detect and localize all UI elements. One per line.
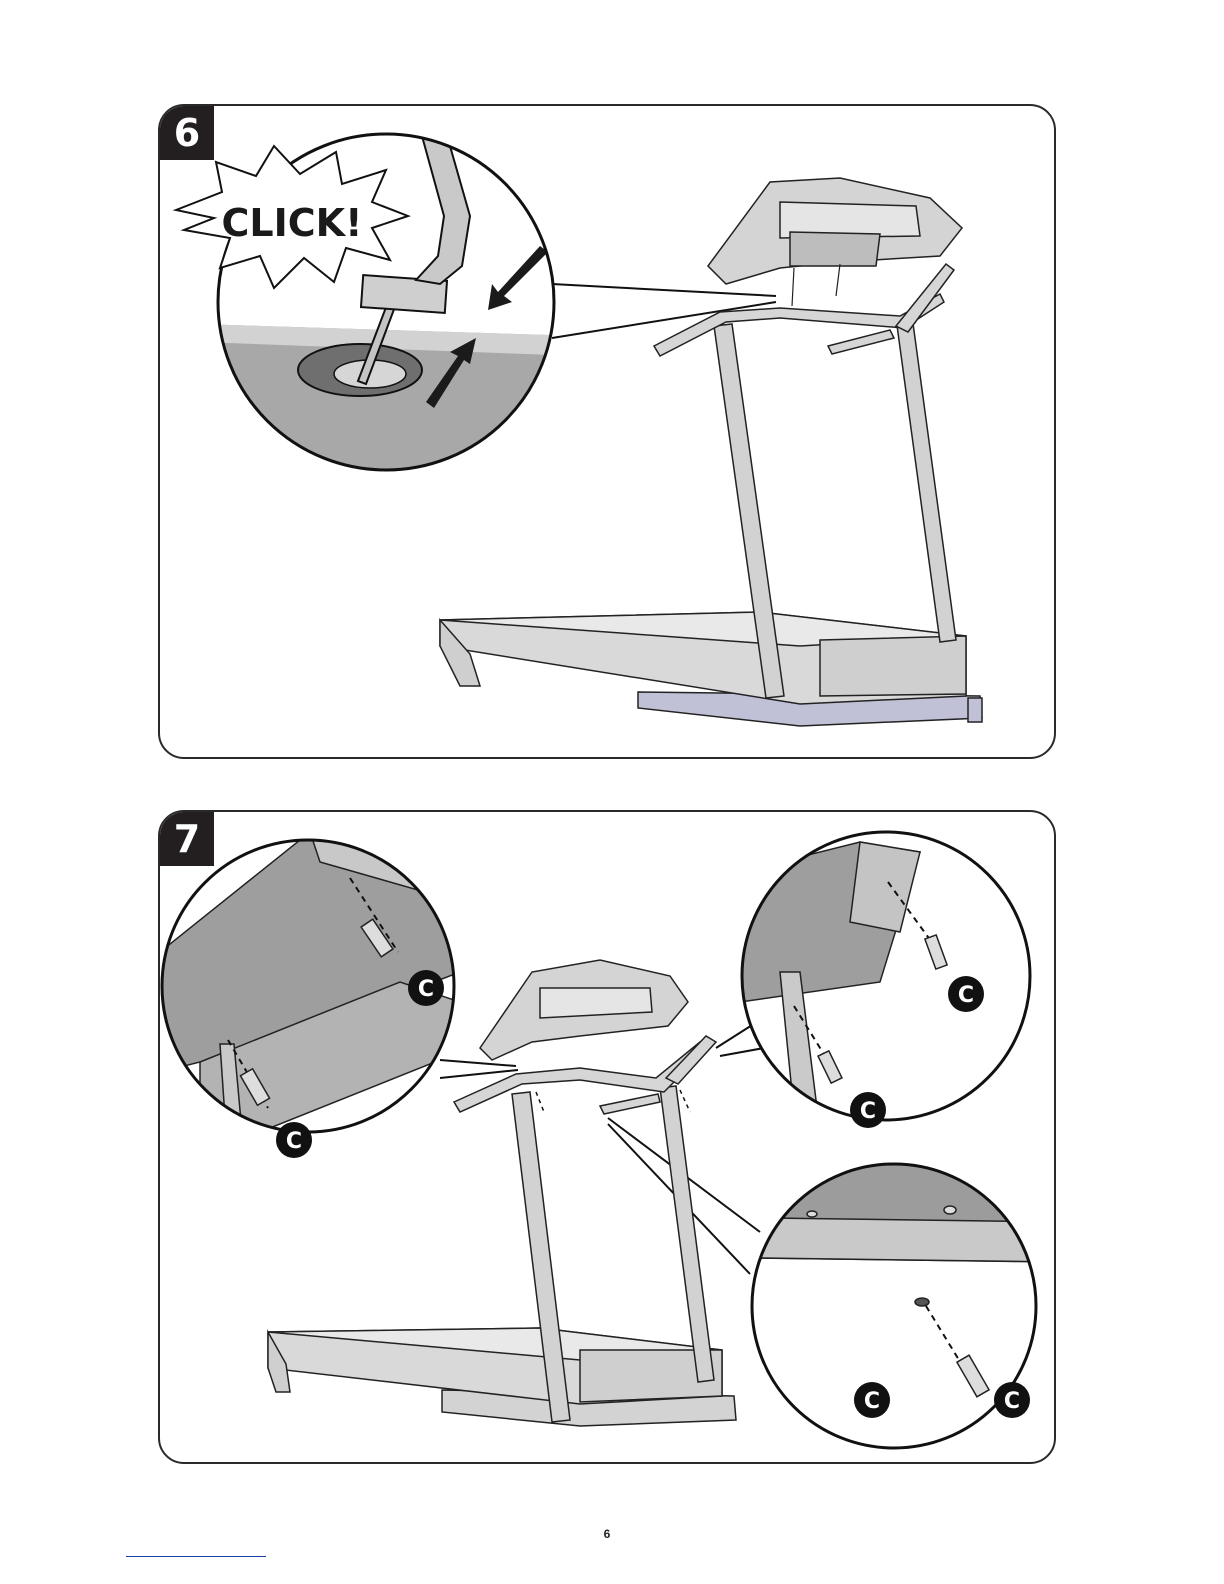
- step-7-panel: 7: [158, 810, 1056, 1464]
- part-c-label-5: C: [854, 1382, 890, 1418]
- part-c-label-4: C: [850, 1092, 886, 1128]
- page-number: 6: [592, 1527, 622, 1541]
- svg-text:C: C: [286, 1129, 302, 1154]
- part-c-label-6: C: [994, 1382, 1030, 1418]
- part-c-label-2: C: [276, 1122, 312, 1158]
- svg-text:C: C: [860, 1099, 876, 1124]
- step-7-illustration: C C C C C C: [160, 812, 1056, 1464]
- part-c-label-3: C: [948, 976, 984, 1012]
- svg-text:C: C: [1004, 1389, 1020, 1414]
- svg-text:C: C: [864, 1389, 880, 1414]
- step-6-panel: 6: [158, 104, 1056, 759]
- click-callout-text: CLICK!: [222, 201, 363, 245]
- step-6-detail-magnifier: CLICK!: [176, 132, 580, 486]
- svg-text:C: C: [958, 983, 974, 1008]
- part-c-label-1: C: [408, 970, 444, 1006]
- step-7-detail-right-top: [740, 832, 1030, 1132]
- svg-text:C: C: [418, 977, 434, 1002]
- step-6-illustration: CLICK!: [160, 106, 1056, 759]
- footer-rule: [126, 1556, 266, 1557]
